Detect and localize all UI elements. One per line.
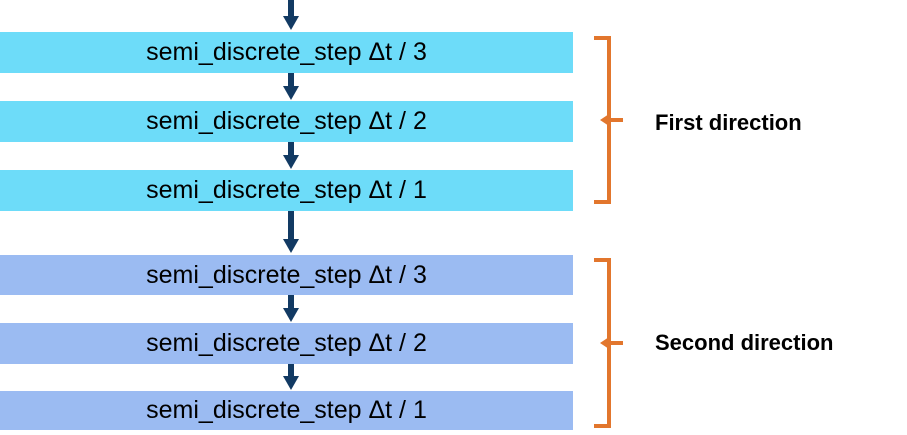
step-box-second-direction-2[interactable]: semi_discrete_step Δt / 2: [0, 323, 573, 364]
brace-center-nub: [607, 341, 623, 345]
brace-center-tip-icon: [600, 337, 609, 349]
step-label: semi_discrete_step Δt / 1: [146, 176, 427, 204]
brace-top-cap: [594, 258, 610, 262]
arrow-into-first-step: [283, 0, 299, 32]
brace-bottom-cap: [594, 424, 610, 428]
arrow-shaft: [288, 211, 294, 241]
arrow-head: [283, 308, 299, 322]
arrow-first-to-second-direction: [283, 211, 299, 255]
step-label: semi_discrete_step Δt / 2: [146, 329, 427, 357]
arrow-head: [283, 155, 299, 169]
arrow-shaft: [288, 364, 294, 378]
arrow-step4-to-step5: [283, 295, 299, 323]
step-box-second-direction-1[interactable]: semi_discrete_step Δt / 3: [0, 255, 573, 295]
arrow-shaft: [288, 0, 294, 18]
step-label: semi_discrete_step Δt / 2: [146, 107, 427, 135]
arrow-shaft: [288, 73, 294, 88]
step-box-second-direction-3[interactable]: semi_discrete_step Δt / 1: [0, 391, 573, 430]
step-box-first-direction-3[interactable]: semi_discrete_step Δt / 1: [0, 170, 573, 211]
brace-first-direction: [594, 36, 623, 204]
step-box-first-direction-1[interactable]: semi_discrete_step Δt / 3: [0, 32, 573, 73]
group-label-first-direction: First direction: [655, 110, 802, 135]
group-label-second-direction: Second direction: [655, 330, 834, 355]
brace-bottom-cap: [594, 200, 610, 204]
arrow-head: [283, 376, 299, 390]
brace-second-direction: [594, 258, 623, 428]
step-label: semi_discrete_step Δt / 3: [146, 260, 427, 289]
step-box-first-direction-2[interactable]: semi_discrete_step Δt / 2: [0, 101, 573, 142]
step-label: semi_discrete_step Δt / 3: [146, 38, 427, 66]
arrow-step2-to-step3: [283, 142, 299, 170]
brace-top-cap: [594, 36, 610, 40]
step-label: semi_discrete_step Δt / 1: [146, 396, 427, 424]
arrow-step5-to-step6: [283, 364, 299, 391]
arrow-shaft: [288, 295, 294, 310]
arrow-head: [283, 86, 299, 100]
arrow-shaft: [288, 142, 294, 157]
brace-center-tip-icon: [600, 114, 609, 126]
arrow-head: [283, 16, 299, 30]
arrow-head: [283, 239, 299, 253]
brace-center-nub: [607, 118, 623, 122]
arrow-step1-to-step2: [283, 73, 299, 101]
